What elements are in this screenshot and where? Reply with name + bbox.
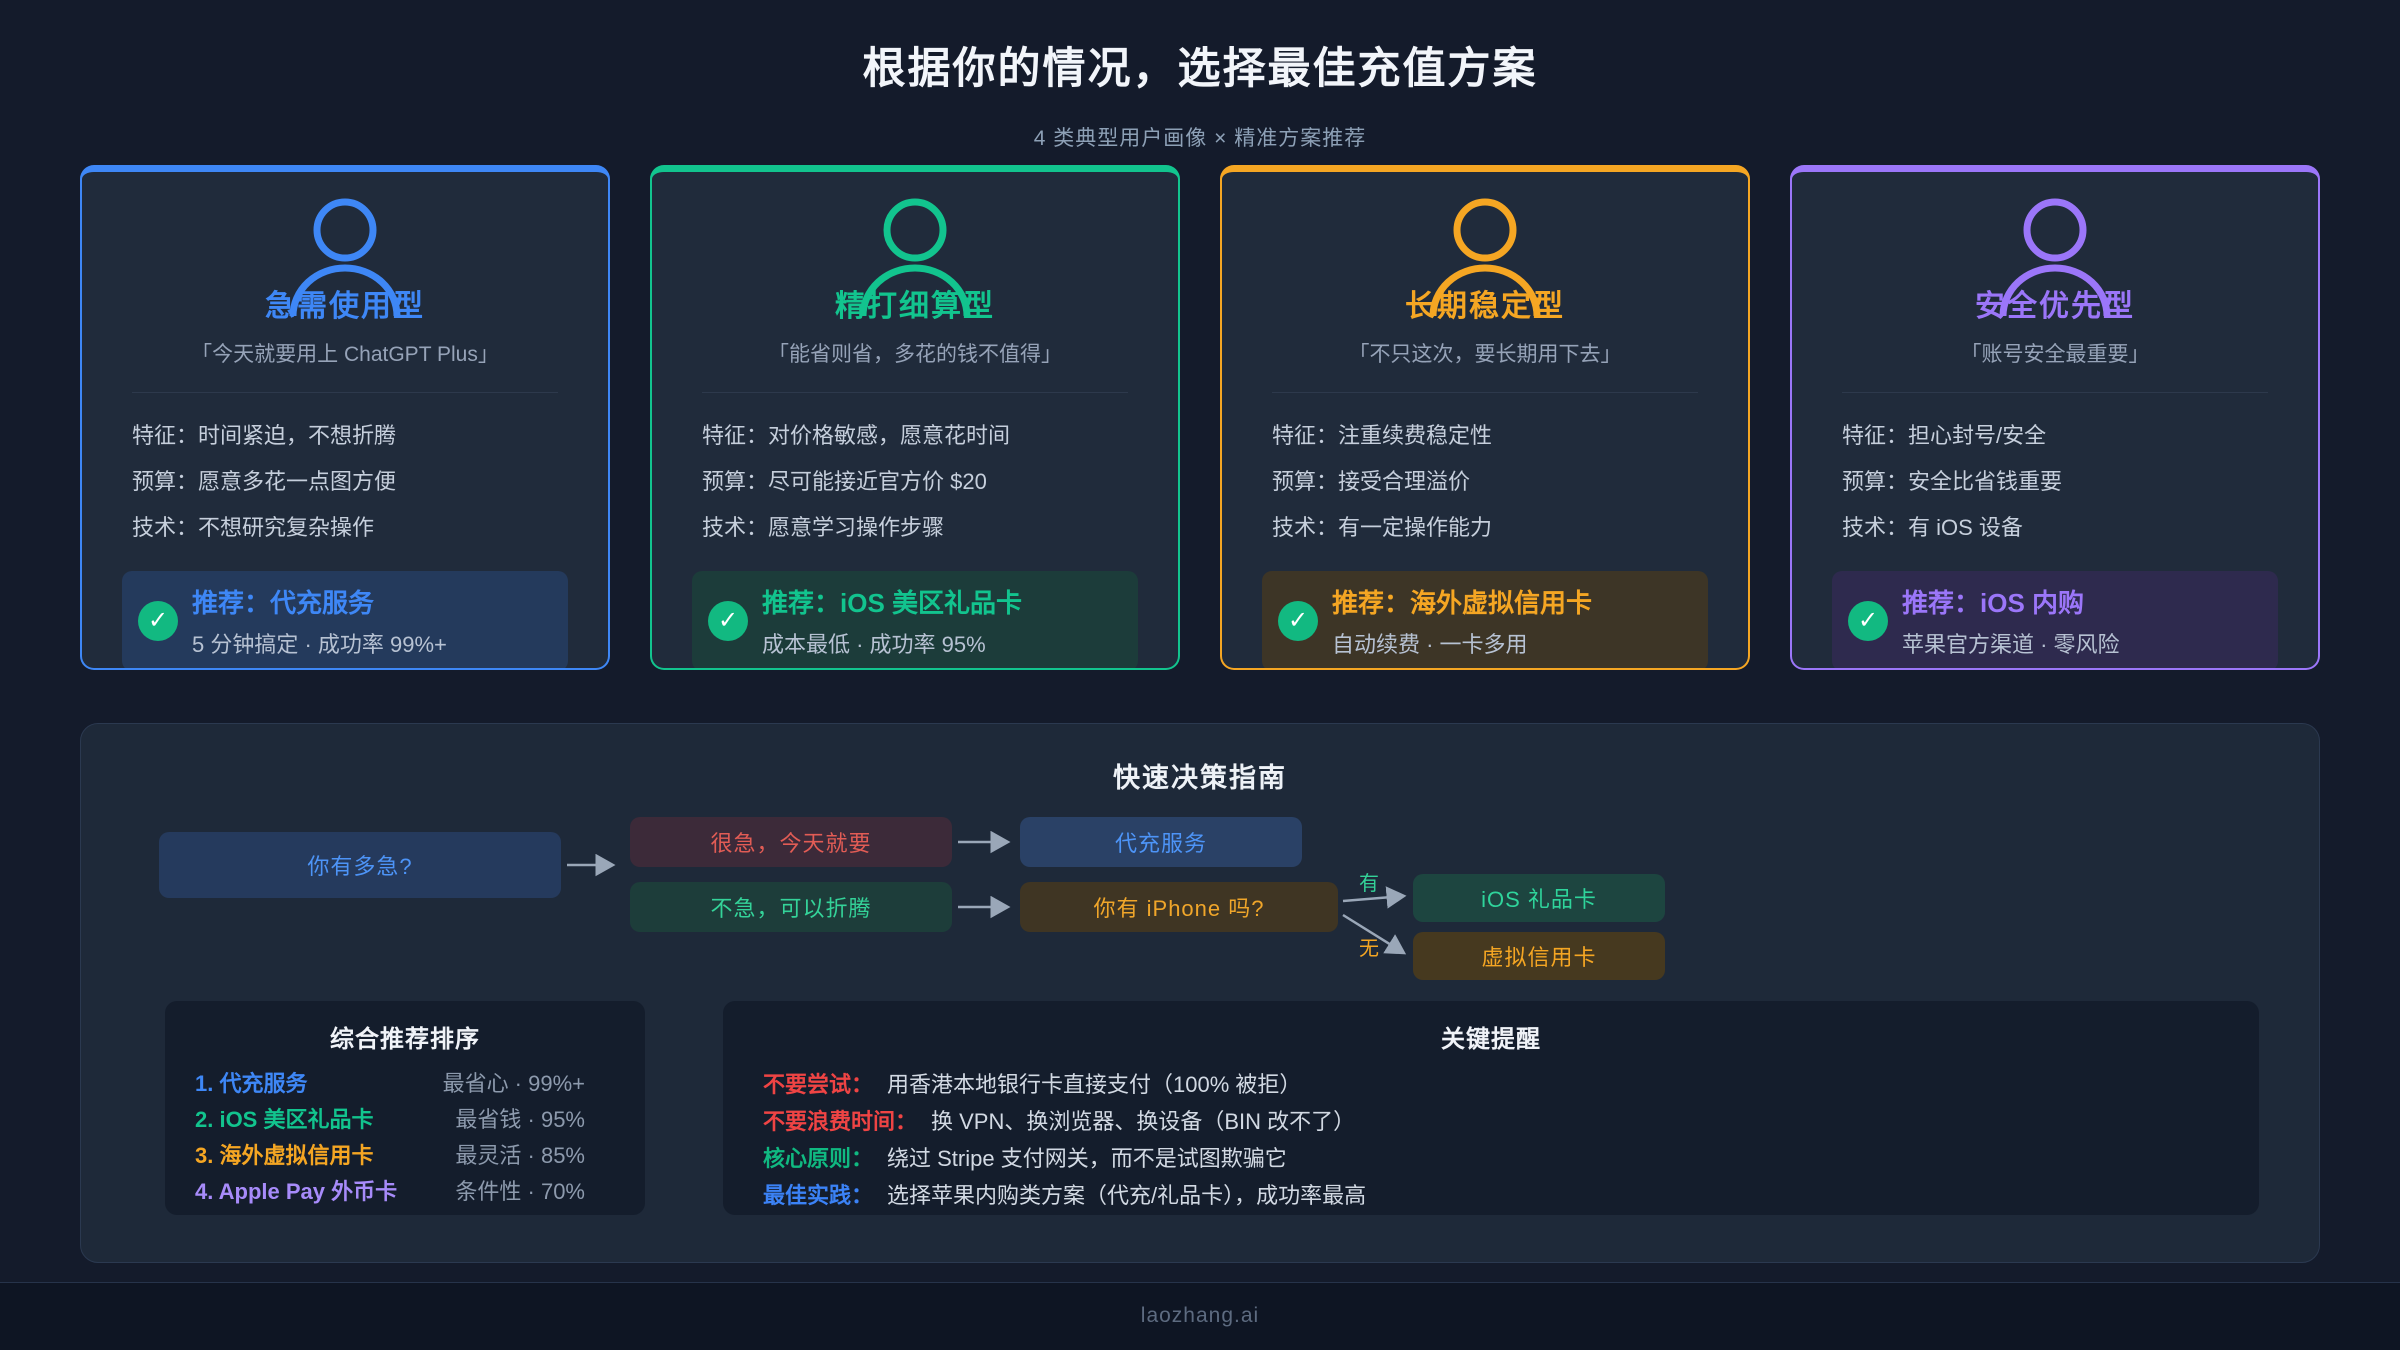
branch-label-yes: 有: [1359, 873, 1379, 895]
trait-line: 技术：有一定操作能力: [1272, 515, 1493, 540]
reminder-label: 不要浪费时间：: [763, 1109, 918, 1134]
persona-quote: 「不只这次，要长期用下去」: [1348, 343, 1622, 366]
flow-node-have-iphone: 你有 iPhone 吗?: [1020, 882, 1338, 932]
trait-line: 预算：愿意多花一点图方便: [132, 469, 397, 494]
check-icon: ✓: [138, 601, 178, 641]
recommendation-box: ✓ 推荐：海外虚拟信用卡 自动续费 · 一卡多用: [1262, 571, 1708, 668]
header: 根据你的情况，选择最佳充值方案 4 类典型用户画像 × 精准方案推荐: [0, 0, 2400, 152]
reminder-text: 绕过 Stripe 支付网关，而不是试图欺骗它: [887, 1146, 1287, 1171]
check-icon: ✓: [1848, 601, 1888, 641]
page-title: 根据你的情况，选择最佳充值方案: [862, 45, 1538, 93]
recommendation-title: 推荐：iOS 内购: [1902, 588, 2085, 618]
reminder-item: 不要浪费时间： 换 VPN、换浏览器、换设备（BIN 改不了）: [763, 1103, 2259, 1140]
flow-node-how-urgent: 你有多急?: [159, 832, 561, 898]
person-icon: [859, 198, 971, 317]
reminder-label: 最佳实践：: [763, 1183, 874, 1208]
reminder-text: 选择苹果内购类方案（代充/礼品卡），成功率最高: [887, 1183, 1367, 1208]
persona-quote: 「账号安全最重要」: [1960, 343, 2150, 366]
decision-guide-panel: 快速决策指南 你有多急? 很急，今天就要 不急，可以折腾 代充服务 你有 iPh…: [80, 723, 2320, 1263]
trait-line: 特征：注重续费稳定性: [1272, 423, 1493, 448]
person-icon: [289, 198, 401, 317]
trait-list: 特征：担心封号/安全 预算：安全比省钱重要 技术：有 iOS 设备: [1842, 413, 2268, 551]
reminder-label: 不要尝试：: [763, 1072, 874, 1097]
check-icon: ✓: [1278, 601, 1318, 641]
ranking-item-name: 3. 海外虚拟信用卡: [195, 1143, 374, 1168]
trait-line: 特征：对价格敏感，愿意花时间: [702, 423, 1011, 448]
ranking-item-stat: 最省心 · 99%+: [442, 1071, 585, 1096]
ranking-item-name: 1. 代充服务: [195, 1071, 308, 1096]
recommendation-sub: 成本最低 · 成功率 95%: [762, 632, 986, 657]
recommendation-box: ✓ 推荐：代充服务 5 分钟搞定 · 成功率 99%+: [122, 571, 568, 668]
divider: [132, 392, 558, 393]
persona-title: 长期稳定型: [1405, 290, 1565, 323]
flow-node-not-urgent: 不急，可以折腾: [630, 882, 952, 932]
reminder-item: 不要尝试： 用香港本地银行卡直接支付（100% 被拒）: [763, 1066, 2259, 1103]
recommendation-sub: 5 分钟搞定 · 成功率 99%+: [192, 632, 447, 657]
reminder-item: 核心原则： 绕过 Stripe 支付网关，而不是试图欺骗它: [763, 1140, 2259, 1177]
recommendation-box: ✓ 推荐：iOS 内购 苹果官方渠道 · 零风险: [1832, 571, 2278, 668]
trait-line: 技术：愿意学习操作步骤: [702, 515, 945, 540]
recommendation-title: 推荐：代充服务: [192, 588, 375, 618]
reminder-text: 换 VPN、换浏览器、换设备（BIN 改不了）: [931, 1109, 1356, 1134]
divider: [1272, 392, 1698, 393]
persona-quote: 「能省则省，多花的钱不值得」: [768, 343, 1062, 366]
persona-card-urgent: 急需使用型 「今天就要用上 ChatGPT Plus」 特征：时间紧迫，不想折腾…: [80, 165, 610, 670]
footer: laozhang.ai: [0, 1282, 2400, 1350]
persona-quote: 「今天就要用上 ChatGPT Plus」: [191, 343, 499, 366]
recommendation-sub: 自动续费 · 一卡多用: [1332, 632, 1528, 657]
ranking-item: 1. 代充服务 最省心 · 99%+: [195, 1066, 615, 1102]
trait-line: 预算：接受合理溢价: [1272, 469, 1471, 494]
branch-label-no: 无: [1359, 938, 1379, 960]
ranking-item: 4. Apple Pay 外币卡 条件性 · 70%: [195, 1174, 615, 1210]
ranking-item-stat: 最灵活 · 85%: [455, 1143, 585, 1168]
persona-card-longterm: 长期稳定型 「不只这次，要长期用下去」 特征：注重续费稳定性 预算：接受合理溢价…: [1220, 165, 1750, 670]
ranking-item-stat: 条件性 · 70%: [455, 1179, 585, 1204]
reminder-text: 用香港本地银行卡直接支付（100% 被拒）: [887, 1072, 1302, 1097]
trait-line: 技术：有 iOS 设备: [1842, 515, 2023, 540]
trait-line: 预算：尽可能接近官方价 $20: [702, 469, 987, 494]
flow-node-virtual-card: 虚拟信用卡: [1413, 932, 1665, 980]
person-icon: [1429, 198, 1541, 317]
footer-brand: laozhang.ai: [1140, 1304, 1260, 1327]
reminder-label: 核心原则：: [763, 1146, 874, 1171]
trait-line: 技术：不想研究复杂操作: [132, 515, 375, 540]
trait-list: 特征：对价格敏感，愿意花时间 预算：尽可能接近官方价 $20 技术：愿意学习操作…: [702, 413, 1128, 551]
recommendation-sub: 苹果官方渠道 · 零风险: [1902, 632, 2120, 657]
ranking-item-name: 2. iOS 美区礼品卡: [195, 1107, 374, 1132]
reminder-item: 最佳实践： 选择苹果内购类方案（代充/礼品卡），成功率最高: [763, 1177, 2259, 1214]
ranking-item-name: 4. Apple Pay 外币卡: [195, 1179, 398, 1204]
flow-node-ios-giftcard: iOS 礼品卡: [1413, 874, 1665, 922]
reminders-panel: 关键提醒 不要尝试： 用香港本地银行卡直接支付（100% 被拒） 不要浪费时间： 换…: [723, 1001, 2259, 1215]
flow-node-very-urgent: 很急，今天就要: [630, 817, 952, 867]
ranking-item: 3. 海外虚拟信用卡 最灵活 · 85%: [195, 1138, 615, 1174]
flow-node-proxy-topup: 代充服务: [1020, 817, 1302, 867]
ranking-item: 2. iOS 美区礼品卡 最省钱 · 95%: [195, 1102, 615, 1138]
trait-line: 特征：时间紧迫，不想折腾: [132, 423, 397, 448]
check-icon: ✓: [708, 601, 748, 641]
reminders-title: 关键提醒: [1441, 1026, 1541, 1053]
divider: [1842, 392, 2268, 393]
trait-list: 特征：注重续费稳定性 预算：接受合理溢价 技术：有一定操作能力: [1272, 413, 1698, 551]
persona-title: 安全优先型: [1975, 290, 2135, 323]
ranking-item-stat: 最省钱 · 95%: [455, 1107, 585, 1132]
persona-title: 精打细算型: [835, 290, 995, 323]
trait-list: 特征：时间紧迫，不想折腾 预算：愿意多花一点图方便 技术：不想研究复杂操作: [132, 413, 558, 551]
person-icon: [1999, 198, 2111, 317]
recommendation-title: 推荐：iOS 美区礼品卡: [762, 588, 1023, 618]
persona-title: 急需使用型: [265, 290, 425, 323]
persona-card-safety: 安全优先型 「账号安全最重要」 特征：担心封号/安全 预算：安全比省钱重要 技术…: [1790, 165, 2320, 670]
recommendation-title: 推荐：海外虚拟信用卡: [1332, 588, 1593, 618]
recommendation-box: ✓ 推荐：iOS 美区礼品卡 成本最低 · 成功率 95%: [692, 571, 1138, 668]
ranking-title: 综合推荐排序: [330, 1026, 480, 1053]
persona-cards: 急需使用型 「今天就要用上 ChatGPT Plus」 特征：时间紧迫，不想折腾…: [80, 165, 2320, 670]
trait-line: 预算：安全比省钱重要: [1842, 469, 2063, 494]
ranking-list: 1. 代充服务 最省心 · 99%+ 2. iOS 美区礼品卡 最省钱 · 95…: [195, 1066, 615, 1210]
persona-card-budget: 精打细算型 「能省则省，多花的钱不值得」 特征：对价格敏感，愿意花时间 预算：尽…: [650, 165, 1180, 670]
reminders-list: 不要尝试： 用香港本地银行卡直接支付（100% 被拒） 不要浪费时间： 换 VPN、…: [763, 1066, 2259, 1214]
guide-title: 快速决策指南: [1113, 763, 1287, 793]
page-subtitle: 4 类典型用户画像 × 精准方案推荐: [1033, 127, 1367, 150]
divider: [702, 392, 1128, 393]
trait-line: 特征：担心封号/安全: [1842, 423, 2047, 448]
ranking-panel: 综合推荐排序 1. 代充服务 最省心 · 99%+ 2. iOS 美区礼品卡 最…: [165, 1001, 645, 1215]
